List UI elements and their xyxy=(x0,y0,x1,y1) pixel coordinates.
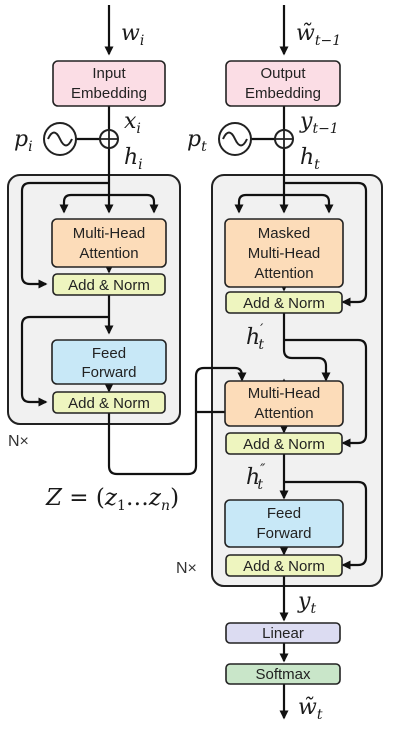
decoder-hidden-double-prime-label: h″t xyxy=(246,462,266,493)
output-embedding-label-1: Output xyxy=(260,65,306,82)
cross-attention-block: Multi-Head Attention xyxy=(224,380,344,427)
encoder-positional-label: pi xyxy=(14,127,33,155)
cross-attention-label-2: Attention xyxy=(254,405,313,422)
decoder-add-norm-2: Add & Norm xyxy=(225,432,343,455)
decoder-ff-label-1: Feed xyxy=(267,505,301,522)
encoder-output-label: Z = (z1…zn) xyxy=(45,485,179,514)
encoder-input-token: wi xyxy=(121,21,144,49)
encoder-repeat-label: N× xyxy=(8,433,29,450)
encoder-hidden-label: hi xyxy=(124,145,143,173)
masked-attention-label-2: Multi-Head xyxy=(248,245,321,262)
softmax-block: Softmax xyxy=(225,663,341,685)
svg-text:Add & Norm: Add & Norm xyxy=(68,395,150,412)
input-embedding-label-2: Embedding xyxy=(71,85,147,102)
decoder-feed-forward-block: Feed Forward xyxy=(224,499,344,548)
encoder-positional-encoding xyxy=(43,122,119,156)
cross-attention-label-1: Multi-Head xyxy=(248,385,321,402)
decoder-hidden-label: ht xyxy=(300,145,320,173)
decoder-positional-label: pt xyxy=(187,127,207,155)
output-embedding-label-2: Embedding xyxy=(245,85,321,102)
decoder-ff-label-2: Forward xyxy=(256,525,311,542)
encoder-attention-block: Multi-Head Attention xyxy=(51,218,167,268)
decoder-hidden-prime-label: h′t xyxy=(246,322,264,353)
encoder-stack xyxy=(7,174,181,425)
encoder-embedded-label: xi xyxy=(124,109,141,137)
input-embedding-block: Input Embedding xyxy=(52,60,166,107)
svg-text:Add & Norm: Add & Norm xyxy=(243,558,325,575)
decoder-output-label: yt xyxy=(297,589,316,617)
decoder-add-norm-1: Add & Norm xyxy=(225,291,343,314)
masked-attention-label-3: Attention xyxy=(254,265,313,282)
svg-text:Add & Norm: Add & Norm xyxy=(68,277,150,294)
encoder-add-norm-2: Add & Norm xyxy=(52,391,166,414)
encoder-attention-label-2: Attention xyxy=(79,245,138,262)
masked-attention-label-1: Masked xyxy=(258,225,311,242)
decoder-embedded-label: yt−1 xyxy=(299,109,339,137)
svg-text:Linear: Linear xyxy=(262,625,304,642)
svg-text:Softmax: Softmax xyxy=(255,666,311,683)
svg-text:Add & Norm: Add & Norm xyxy=(243,436,325,453)
decoder-add-norm-3: Add & Norm xyxy=(225,554,343,577)
encoder-ff-label-1: Feed xyxy=(92,345,126,362)
decoder-repeat-label: N× xyxy=(176,560,197,577)
encoder-add-norm-1: Add & Norm xyxy=(52,273,166,296)
encoder-feed-forward-block: Feed Forward xyxy=(51,339,167,385)
output-embedding-block: Output Embedding xyxy=(225,60,341,107)
decoder-connections xyxy=(234,5,368,720)
prediction-label: w̃t xyxy=(298,695,323,723)
input-embedding-label-1: Input xyxy=(92,65,126,82)
encoder-ff-label-2: Forward xyxy=(81,364,136,381)
linear-block: Linear xyxy=(225,622,341,644)
masked-attention-block: Masked Multi-Head Attention xyxy=(224,218,344,288)
encoder-attention-label-1: Multi-Head xyxy=(73,225,146,242)
svg-text:Add & Norm: Add & Norm xyxy=(243,295,325,312)
decoder-input-token: w̃t−1 xyxy=(296,21,341,49)
decoder-positional-encoding xyxy=(218,122,294,156)
